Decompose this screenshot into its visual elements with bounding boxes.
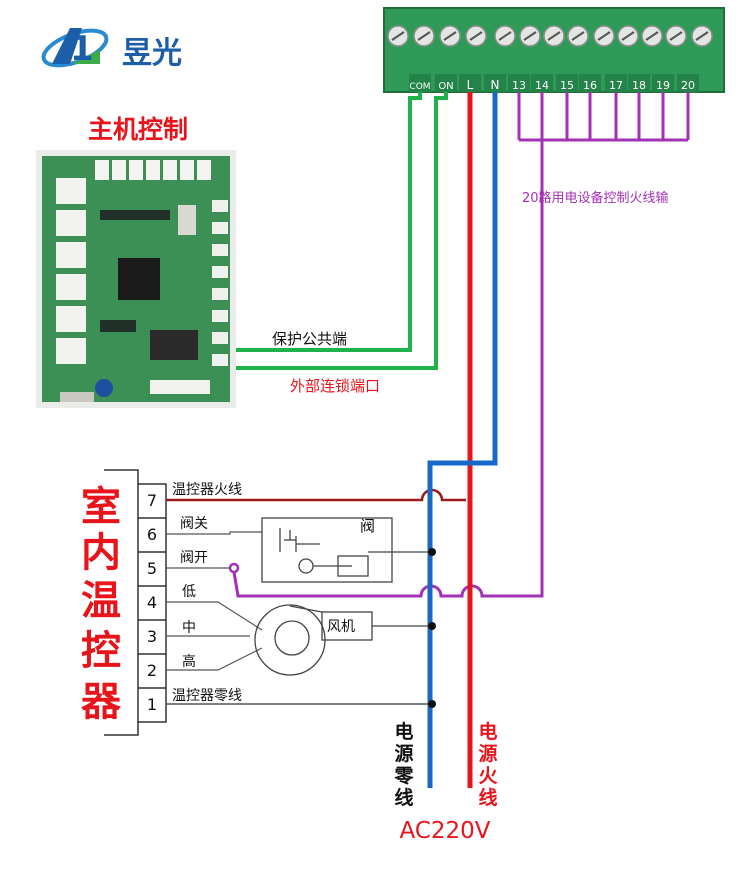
device-control-bus xyxy=(232,92,690,598)
terminal-screw-slot xyxy=(571,31,585,41)
pin-label-1: 温控器零线 xyxy=(172,688,242,704)
pin-number-6: 6 xyxy=(147,525,157,544)
terminal-label-17: 17 xyxy=(609,79,623,92)
terminal-label-box xyxy=(556,74,578,92)
terminal-label-on: ON xyxy=(438,81,453,92)
pcb-relays xyxy=(56,178,86,364)
thermostat-title-char-3: 温 xyxy=(81,578,121,624)
terminal-screw-slot xyxy=(391,31,405,41)
pin-label-5: 阀开 xyxy=(180,550,208,566)
pcb-right-connectors xyxy=(212,200,228,366)
pin-label-3: 中 xyxy=(182,620,196,636)
terminal-label-16: 16 xyxy=(583,79,597,92)
pin-number-1: 1 xyxy=(147,695,157,714)
terminal-label-box xyxy=(677,74,699,92)
live-label: 电 源 火 线 xyxy=(478,720,498,809)
terminal-screw-slot xyxy=(443,31,457,41)
thermostat-title-char-1: 室 xyxy=(81,484,121,530)
terminal-label-box xyxy=(531,74,553,92)
terminal-screw-slot xyxy=(417,31,431,41)
terminal-screw-slot xyxy=(523,31,537,41)
valve-label: 阀 xyxy=(360,517,375,535)
interlock-wires xyxy=(236,92,448,370)
terminal-label-box xyxy=(459,74,481,92)
svg-text:零: 零 xyxy=(393,765,414,787)
terminal-screw-slot xyxy=(669,31,683,41)
neutral-junctions xyxy=(428,548,436,708)
terminal-screw-slot xyxy=(469,31,483,41)
terminal-screw-slot xyxy=(597,31,611,41)
terminal-label-box xyxy=(579,74,601,92)
svg-text:源: 源 xyxy=(394,742,413,765)
terminal-label-box xyxy=(605,74,627,92)
thermostat-pin-leads xyxy=(166,531,263,671)
terminal-label-15: 15 xyxy=(560,79,574,92)
pin-number-2: 2 xyxy=(147,661,157,680)
terminal-label-19: 19 xyxy=(656,79,670,92)
power-neutral-wire xyxy=(427,92,498,788)
thermostat-terminal-strip xyxy=(104,469,167,736)
terminal-label-box xyxy=(435,74,457,92)
terminal-label-box xyxy=(409,74,431,92)
terminal-label-20: 20 xyxy=(681,79,695,92)
terminal-label-l: L xyxy=(467,78,474,92)
svg-text:线: 线 xyxy=(394,786,413,809)
terminal-label-13: 13 xyxy=(512,79,526,92)
thermostat-title: 室 内 温 控 器 xyxy=(81,484,122,725)
logo-icon: 1 xyxy=(41,28,109,69)
svg-text:电: 电 xyxy=(394,720,413,743)
terminal-label-box xyxy=(508,74,530,92)
terminal-screw-slot xyxy=(547,31,561,41)
terminal-screw-slot xyxy=(498,31,512,41)
external-interlock-label: 外部连锁端口 xyxy=(290,377,380,395)
terminal-label-18: 18 xyxy=(632,79,646,92)
thermostat-title-char-2: 内 xyxy=(81,530,121,576)
pin-label-4: 低 xyxy=(182,584,196,600)
pcb-top-connectors xyxy=(95,160,211,180)
terminal-label-n: N xyxy=(491,78,500,92)
voltage-label: AC220V xyxy=(399,818,490,844)
brand-logo: 1 昱光 xyxy=(41,28,182,71)
fan-label: 风机 xyxy=(327,619,355,635)
host-controller-title: 主机控制 xyxy=(88,115,188,144)
thermostat-title-char-4: 控 xyxy=(81,628,121,674)
pin-number-4: 4 xyxy=(147,593,157,612)
valve-symbol xyxy=(261,517,432,583)
device-control-live-label: 20路用电设备控制火线输 xyxy=(522,190,669,206)
terminal-screw-slot xyxy=(645,31,659,41)
terminal-label-box xyxy=(484,74,506,92)
terminal-label-14: 14 xyxy=(535,79,549,92)
terminal-label-box xyxy=(652,74,674,92)
neutral-label: 电 源 零 线 xyxy=(393,720,414,809)
fan-symbol xyxy=(254,604,432,676)
pin-number-5: 5 xyxy=(147,559,157,578)
terminal-label-com: COM xyxy=(409,82,430,92)
pcb-mcu-chip xyxy=(118,258,160,300)
terminal-block: COM ON L N 13 14 15 16 17 18 19 20 xyxy=(383,7,725,93)
logo-mark: 1 xyxy=(70,29,94,69)
host-controller-pcb xyxy=(36,150,236,408)
pin-label-6: 阀关 xyxy=(180,516,208,532)
terminal-screw-slot xyxy=(695,31,709,41)
svg-text:电: 电 xyxy=(478,720,497,743)
protection-common-label: 保护公共端 xyxy=(272,330,347,348)
svg-text:线: 线 xyxy=(478,786,497,809)
svg-text:火: 火 xyxy=(478,765,498,787)
pin-label-2: 高 xyxy=(182,653,196,670)
brand-name: 昱光 xyxy=(122,36,182,71)
svg-text:源: 源 xyxy=(478,742,497,765)
thermostat-title-char-5: 器 xyxy=(81,679,122,725)
terminal-label-box xyxy=(628,74,650,92)
pin-number-3: 3 xyxy=(147,627,157,646)
terminal-screw-slot xyxy=(621,31,635,41)
pin-number-7: 7 xyxy=(147,491,157,510)
pin-label-7: 温控器火线 xyxy=(172,482,242,498)
